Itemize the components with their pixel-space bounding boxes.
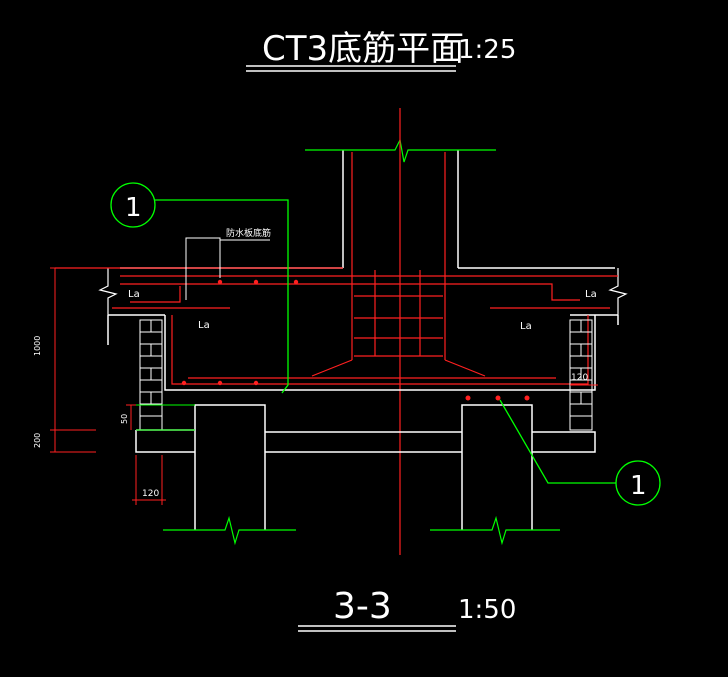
brick-wall-left xyxy=(139,319,163,431)
rebar-dots xyxy=(181,279,530,401)
callout-right-label: 1 xyxy=(630,471,647,501)
lap-label-3: La xyxy=(585,289,597,300)
slab-break-left xyxy=(98,268,118,315)
pile-left xyxy=(194,404,266,530)
ground-beam xyxy=(135,429,596,453)
waterproof-note: 防水板底筋 xyxy=(226,227,271,239)
callout-left-label: 1 xyxy=(125,193,142,223)
section-scale: 1:50 xyxy=(458,595,516,625)
dim-1000: 1000 xyxy=(33,336,42,356)
note-leader xyxy=(185,237,270,300)
column xyxy=(342,150,459,268)
lap-label-2: La xyxy=(198,320,210,331)
lap-label-1: La xyxy=(128,289,140,300)
brick-wall-right xyxy=(569,319,593,431)
lap-label-4: La xyxy=(520,321,532,332)
raft-outline xyxy=(107,267,619,391)
drawing-title: CT3底筋平面 xyxy=(262,29,464,69)
section-label: 3-3 xyxy=(333,586,392,627)
slab-rebar xyxy=(55,267,618,385)
pile-right xyxy=(461,404,533,530)
dim-120-left: 120 xyxy=(142,489,159,499)
dimension-lines xyxy=(50,267,598,505)
column-break-line xyxy=(305,138,496,163)
dimension-green xyxy=(136,404,195,431)
dim-50: 50 xyxy=(120,414,129,424)
callout-right xyxy=(499,399,661,506)
slab-break-right xyxy=(608,268,628,315)
dim-200: 200 xyxy=(33,433,42,448)
dim-120-right: 120 xyxy=(571,373,588,383)
title-scale: 1:25 xyxy=(458,35,516,65)
column-rebar xyxy=(311,152,486,377)
pile-break-lines xyxy=(163,515,560,546)
callout-left xyxy=(110,182,289,394)
